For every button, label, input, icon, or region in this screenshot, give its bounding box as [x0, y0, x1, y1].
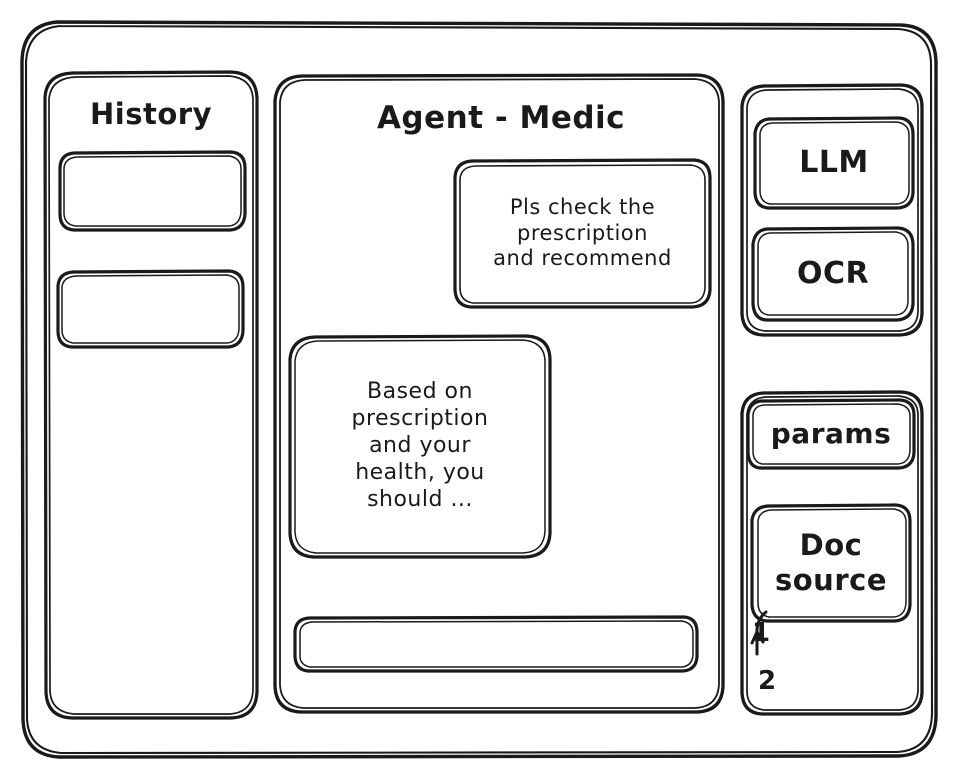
history-list-item[interactable] — [58, 271, 243, 347]
doc-source-list-item[interactable]: 1 — [752, 618, 771, 649]
history-list-item[interactable] — [60, 152, 245, 230]
assistant-message-text: Based on prescription and your health, y… — [351, 379, 489, 512]
user-message-text: Pls check the prescription and recommend — [493, 195, 672, 271]
tool-llm-label: LLM — [799, 144, 869, 180]
doc-source-label: Doc source — [775, 527, 887, 597]
params-label: params — [770, 416, 892, 450]
doc-source-list-item[interactable]: 2 — [758, 666, 777, 697]
message-input[interactable] — [295, 617, 697, 671]
tool-ocr-label: OCR — [796, 255, 870, 291]
history-panel-title: History — [90, 97, 212, 132]
agent-title: Agent - Medic — [376, 100, 626, 137]
